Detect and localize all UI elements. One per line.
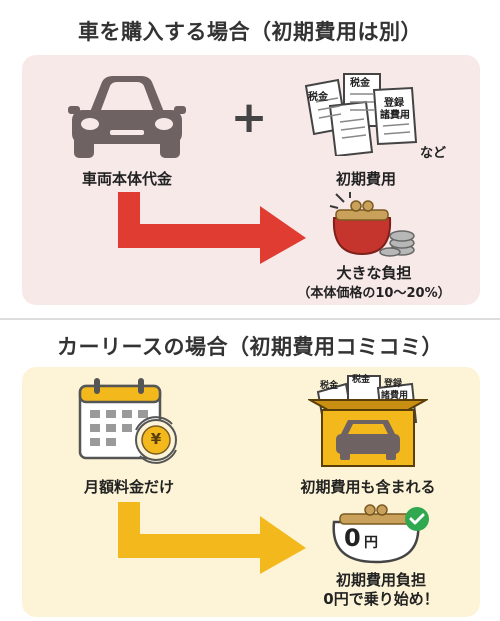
- check-icon: [405, 507, 429, 531]
- burden-sub-label: （本体価格の10〜20%）: [297, 286, 451, 301]
- zero-amount: 0: [344, 524, 361, 552]
- lease-title: カーリースの場合（初期費用コミコミ）: [57, 335, 443, 359]
- box-doc-label-misc-fees: 諸費用: [381, 391, 409, 401]
- zero-burden-line1: 初期費用負担: [335, 571, 426, 589]
- fees-included-label: 初期費用も含まれる: [300, 478, 436, 496]
- yen-coin-symbol: ¥: [150, 430, 162, 448]
- empty-purse-icon: [332, 504, 420, 564]
- car-icon: [68, 76, 186, 158]
- purchase-title: 車を購入する場合（初期費用は別）: [78, 20, 422, 44]
- yellow-arrow-icon: [118, 502, 306, 574]
- box-doc-label-registration: 登録: [384, 379, 403, 389]
- initial-fees-label: 初期費用: [335, 170, 396, 188]
- coin-purse-icon: [329, 192, 415, 257]
- plus-icon: +: [230, 92, 268, 143]
- yen-unit: 円: [364, 535, 378, 551]
- nado-label: など: [420, 146, 447, 161]
- calendar-icon: [78, 378, 177, 464]
- doc-label-tax-2: 税金: [350, 78, 370, 89]
- box-doc-label-tax-1: 税金: [320, 381, 339, 391]
- red-arrow-icon: [118, 192, 306, 264]
- doc-label-registration: 登録: [384, 98, 404, 109]
- doc-label-tax-1: 税金: [308, 92, 328, 103]
- big-burden-label: 大きな負担: [336, 264, 412, 282]
- car-price-label: 車両本体代金: [81, 170, 172, 188]
- box-doc-label-tax-2: 税金: [352, 375, 371, 385]
- section-divider: [0, 318, 500, 320]
- monthly-fee-label: 月額料金だけ: [83, 478, 174, 496]
- documents-icon: [304, 73, 418, 156]
- zero-burden-line2: 0円で乗り始め！: [323, 590, 439, 608]
- doc-label-misc-fees: 諸費用: [380, 110, 410, 121]
- box-with-car-icon: [308, 375, 428, 467]
